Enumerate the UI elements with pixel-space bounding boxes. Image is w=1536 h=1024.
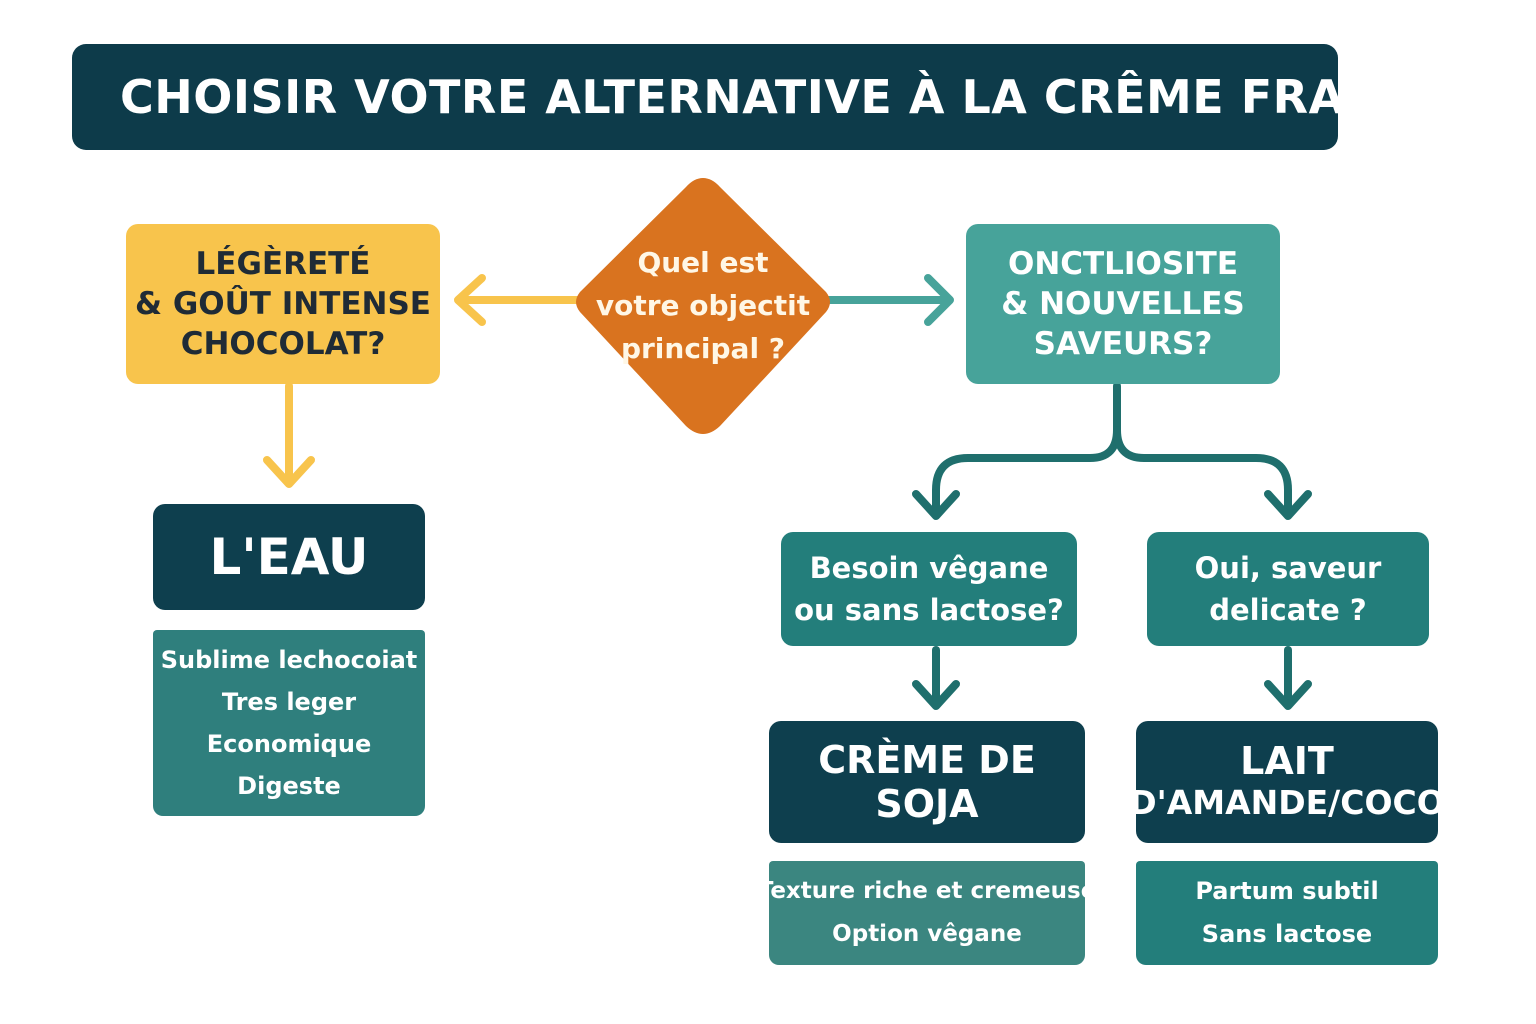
result-almond-node: LAIT D'AMANDE/COCO <box>1129 721 1445 843</box>
result-soy-node: CRÈME DE SOJA <box>769 721 1085 843</box>
arrowhead-almond <box>1264 680 1312 710</box>
left-question-node: LÉGÈRETÉ & GOÛT INTENSE CHOCOLAT? <box>126 224 440 384</box>
result-almond-title-1: LAIT <box>1240 739 1334 783</box>
water-feature-4: Digeste <box>237 772 341 800</box>
result-almond-features: Partum subtil Sans lactose <box>1136 861 1438 965</box>
water-feature-2: Tres leger <box>221 688 357 716</box>
arrowhead-soy <box>912 680 960 710</box>
result-soy-title-1: CRÈME DE <box>818 738 1036 782</box>
arrowhead-water <box>263 456 315 488</box>
water-feature-3: Economique <box>206 730 372 758</box>
arrowhead-vegan <box>912 490 960 520</box>
right-question-line-3: SAVEURS? <box>1033 326 1213 362</box>
sub-question-vegan-node: Besoin vêgane ou sans lactose? <box>781 532 1077 646</box>
result-water-title: L'EAU <box>209 528 369 586</box>
decision-line-2: votre objectit <box>595 288 811 322</box>
almond-feature-1: Partum subtil <box>1195 877 1379 905</box>
vegan-question-line-1: Besoin vêgane <box>809 551 1049 585</box>
result-almond-title-2: D'AMANDE/COCO <box>1129 783 1445 822</box>
water-feature-1: Sublime lechocoiat <box>160 646 418 674</box>
diagram-title: CHOISIR VOTRE ALTERNATIVE À LA CRÊME FRA… <box>120 70 1468 124</box>
decision-line-1: Quel est <box>637 245 769 279</box>
right-question-line-2: & NOUVELLES <box>1001 286 1245 322</box>
title-banner: CHOISIR VOTRE ALTERNATIVE À LA CRÊME FRA… <box>72 44 1467 150</box>
flavor-question-line-2: delicate ? <box>1209 593 1367 627</box>
left-question-line-2: & GOÛT INTENSE <box>135 286 431 322</box>
branch-stem <box>932 382 1121 516</box>
arrowhead-left-question <box>454 274 486 326</box>
arrowhead-flavor <box>1264 490 1312 520</box>
decision-node: Quel est votre objectit principal ? <box>594 238 812 372</box>
almond-feature-2: Sans lactose <box>1201 920 1373 948</box>
result-water-node: L'EAU <box>153 504 425 610</box>
soy-feature-1: Texture riche et cremeuse <box>757 878 1097 904</box>
arrowhead-right-question <box>924 274 954 326</box>
decision-diamond <box>576 178 830 434</box>
branch-right <box>1113 426 1292 516</box>
sub-question-flavor-node: Oui, saveur delicate ? <box>1147 532 1429 646</box>
result-soy-title-2: SOJA <box>875 782 979 826</box>
decision-line-3: principal ? <box>620 331 786 365</box>
flavor-question-line-1: Oui, saveur <box>1194 551 1382 585</box>
result-soy-features: Texture riche et cremeuse Option vêgane <box>758 861 1096 965</box>
vegan-question-line-2: ou sans lactose? <box>794 593 1064 627</box>
left-question-line-1: LÉGÈRETÉ <box>195 246 371 282</box>
right-question-node: ONCTLIOSITE & NOUVELLES SAVEURS? <box>966 224 1280 384</box>
left-question-line-3: CHOCOLAT? <box>180 326 386 362</box>
right-question-line-1: ONCTLIOSITE <box>1007 246 1239 282</box>
soy-feature-2: Option vêgane <box>832 921 1022 947</box>
result-water-features: Sublime lechocoiat Tres leger Economique… <box>153 630 425 816</box>
